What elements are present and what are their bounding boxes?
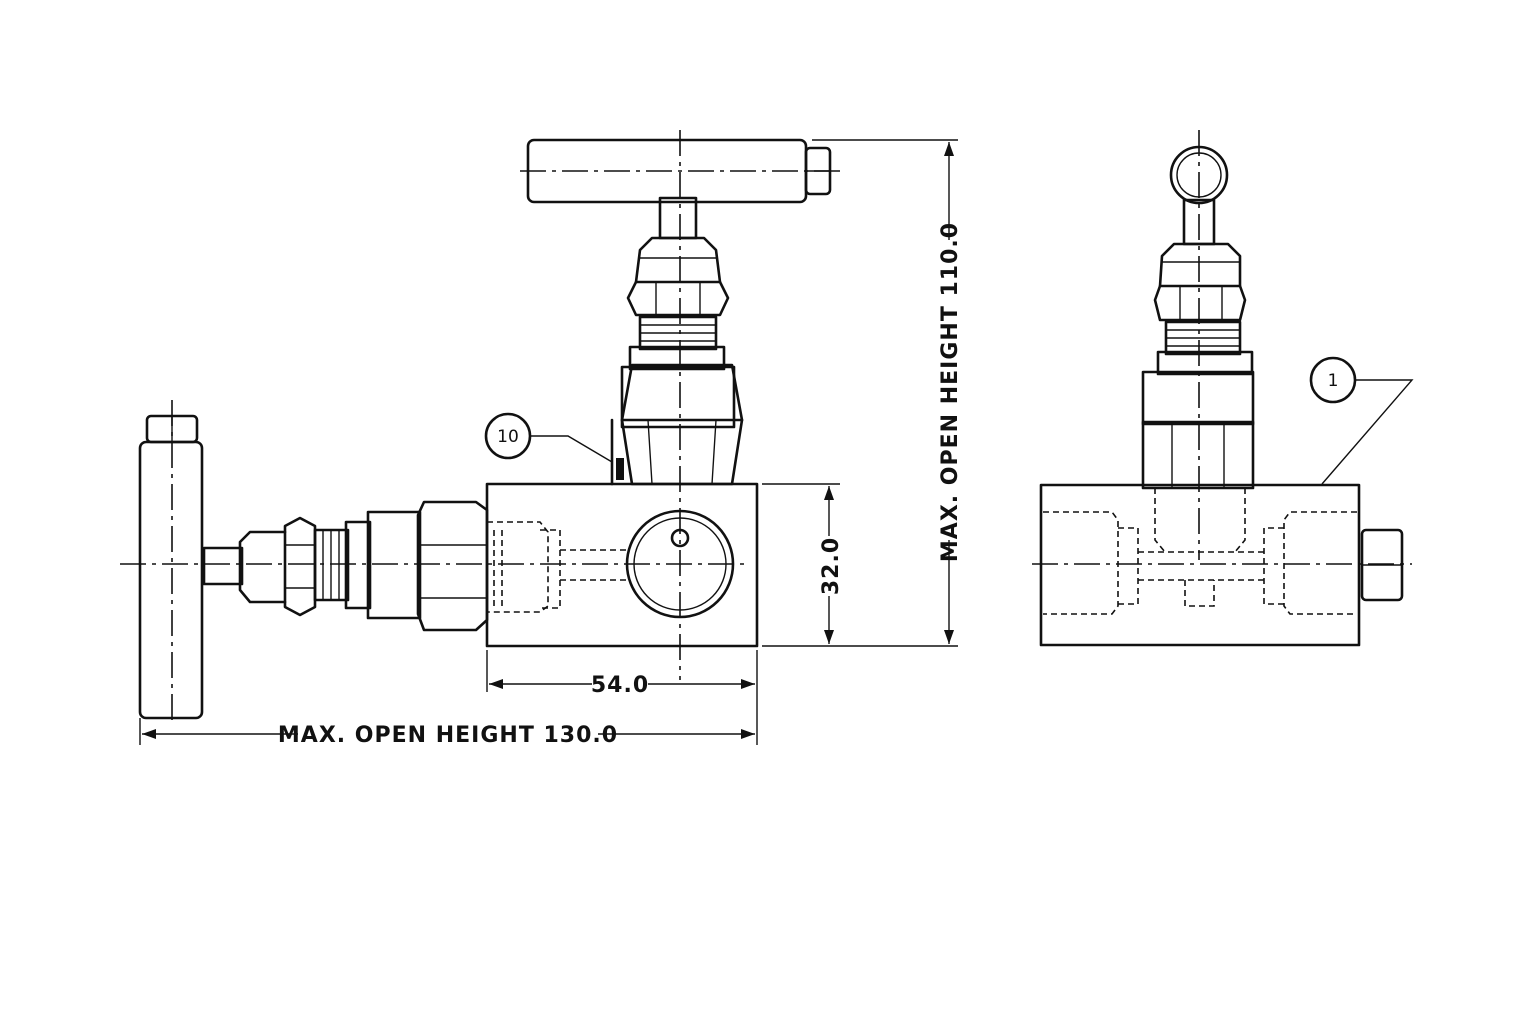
front-body-block (485, 482, 759, 648)
side-hidden-passages (1043, 488, 1357, 615)
dimension-max-open-height-110: MAX. OPEN HEIGHT 110.0 (938, 222, 963, 562)
top-bonnet (526, 138, 832, 486)
dimension-max-open-height-130: MAX. OPEN HEIGHT 130.0 (278, 723, 618, 748)
dimension-height-32: 32.0 (819, 537, 844, 595)
front-view: 10 (120, 130, 840, 725)
balloon-10-label: 10 (497, 427, 519, 447)
front-hidden-bore (487, 521, 628, 613)
balloon-1-label: 1 (1328, 371, 1339, 391)
dimension-width-54: 54.0 (591, 673, 649, 698)
side-bonnet (138, 414, 489, 720)
front-dimensions: 54.0 MAX. OPEN HEIGHT 130.0 32.0 MAX. OP… (139, 139, 963, 748)
side-view: 1 (1032, 130, 1414, 647)
side-body-block (1039, 483, 1361, 647)
balloon-part-1: 1 (1309, 356, 1414, 485)
balloon-part-10: 10 (484, 412, 613, 463)
